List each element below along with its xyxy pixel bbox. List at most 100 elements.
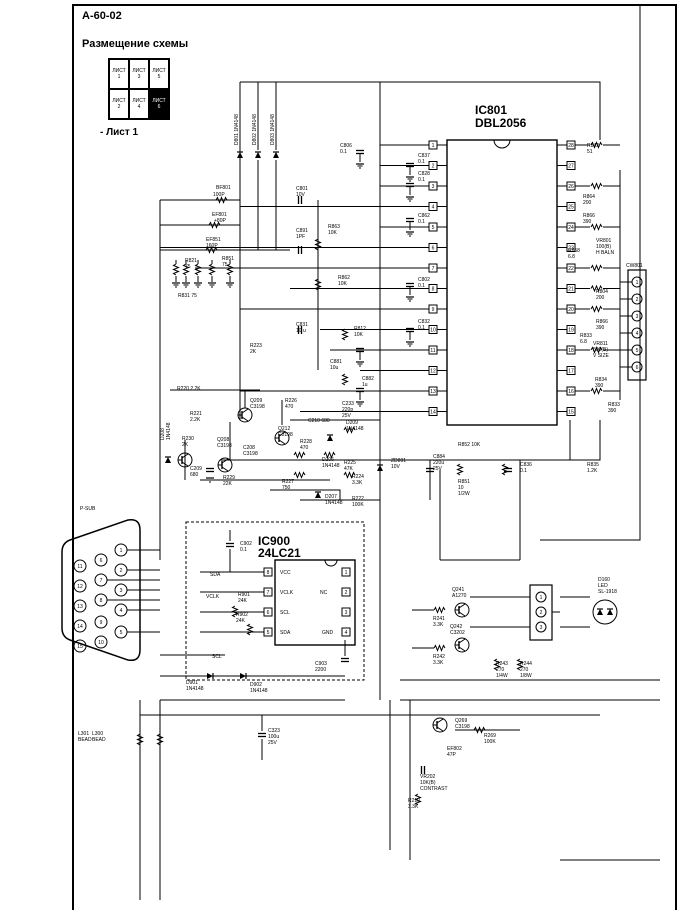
dsub-pin bbox=[114, 543, 128, 557]
ic801-part: DBL2056 bbox=[475, 116, 527, 130]
pin-box bbox=[566, 202, 576, 211]
pin-box bbox=[566, 407, 576, 416]
wire bbox=[241, 416, 249, 422]
component-label: R220 2.2K bbox=[177, 386, 201, 392]
wire bbox=[300, 470, 381, 501]
resistor bbox=[433, 644, 446, 652]
resistor bbox=[226, 263, 234, 276]
component-label: 47K bbox=[344, 466, 354, 472]
component-label: D208 bbox=[160, 428, 166, 440]
led-body bbox=[592, 599, 618, 625]
component-label: 2K bbox=[250, 349, 257, 355]
dsub-pin bbox=[94, 553, 108, 567]
dsub-pin bbox=[114, 625, 128, 639]
component-label: 1N4148 bbox=[166, 422, 172, 440]
pin-number: 1 bbox=[432, 143, 435, 149]
component-label: C802 bbox=[418, 277, 430, 283]
component-label: 24K bbox=[236, 618, 246, 624]
component-label: 3.3K bbox=[408, 804, 419, 810]
wire bbox=[278, 439, 286, 445]
pin-number: 6 bbox=[267, 610, 270, 616]
component-label: R244 bbox=[520, 661, 532, 667]
dsub-pin-number: 13 bbox=[77, 604, 83, 610]
resistor bbox=[194, 263, 202, 276]
component-label: VCLK bbox=[206, 594, 220, 600]
component-label: 10u bbox=[330, 365, 339, 371]
dsub-pin-number: 7 bbox=[100, 578, 103, 584]
component-label: R831 75 bbox=[178, 293, 197, 299]
pin-number: 23 bbox=[568, 246, 574, 252]
component-label: 24K bbox=[238, 598, 248, 604]
pin-number: 1 bbox=[345, 570, 348, 576]
pin-number: 8 bbox=[432, 287, 435, 293]
resistor bbox=[246, 623, 254, 636]
component-label: 0.1 bbox=[418, 325, 425, 331]
resistor bbox=[182, 263, 190, 276]
dsub-pin-number: 12 bbox=[77, 584, 83, 590]
connector-pin bbox=[631, 344, 643, 356]
component-label: VR202 bbox=[420, 774, 436, 780]
component-label: R804 bbox=[596, 289, 608, 295]
component-label: R223 bbox=[250, 343, 262, 349]
component-label: R243 bbox=[496, 661, 508, 667]
pin-box bbox=[566, 284, 576, 293]
wire bbox=[240, 81, 601, 140]
pin-box bbox=[566, 325, 576, 334]
ic900-pin-name: SCL bbox=[280, 610, 290, 616]
pin-number: 20 bbox=[568, 307, 574, 313]
layout-heading: Размещение схемы bbox=[82, 38, 189, 50]
component-label: 6.8 bbox=[580, 339, 587, 345]
resistor bbox=[343, 426, 356, 434]
connector-pin bbox=[631, 361, 643, 373]
dsub-pin bbox=[73, 599, 87, 613]
dsub-pin bbox=[73, 639, 87, 653]
component-label: 270 bbox=[496, 667, 505, 673]
component-label: 10K bbox=[354, 332, 364, 338]
sheet-grid-cell-label: ЛИСТ bbox=[112, 68, 126, 74]
diode bbox=[165, 457, 171, 463]
component-label: R835 bbox=[587, 462, 599, 468]
pin-number: 21 bbox=[568, 287, 574, 293]
resistor bbox=[473, 726, 486, 734]
wire bbox=[221, 458, 229, 464]
component-label: D803 1N4148 bbox=[270, 114, 276, 145]
component-label: D901 bbox=[186, 680, 198, 686]
component-label: EF802 bbox=[447, 746, 462, 752]
component-label: R210 bbox=[408, 798, 420, 804]
component-label: 2K bbox=[182, 442, 189, 448]
diode bbox=[327, 435, 333, 441]
component-label: R227 bbox=[282, 479, 294, 485]
resistor bbox=[231, 605, 239, 618]
pin-number: 15 bbox=[568, 410, 574, 416]
wire bbox=[436, 726, 444, 732]
pin-number: 11 bbox=[430, 348, 435, 354]
ic900-pin-name: NC bbox=[320, 590, 328, 596]
dsub-pin-number: 10 bbox=[98, 640, 104, 646]
resistor bbox=[343, 471, 356, 479]
component-label: H BALN bbox=[596, 250, 614, 256]
pin-box bbox=[566, 345, 576, 355]
led-connector-pin bbox=[535, 621, 547, 633]
connector-pin-number: 4 bbox=[636, 331, 639, 337]
pin-box bbox=[341, 607, 351, 617]
pin-box bbox=[428, 161, 438, 170]
component-label: A1270 bbox=[452, 593, 467, 599]
pin-number: 17 bbox=[568, 369, 574, 375]
dsub-pin bbox=[94, 615, 108, 629]
pin-box bbox=[428, 325, 438, 334]
component-label: D209 bbox=[346, 420, 358, 426]
component-label: R902 bbox=[236, 612, 248, 618]
component-label: 3.3K bbox=[433, 622, 444, 628]
dsub-pin bbox=[94, 593, 108, 607]
component-label: 3.3K bbox=[352, 480, 363, 486]
component-label: 390 bbox=[583, 219, 592, 225]
diode bbox=[207, 673, 213, 679]
ic900-pin-name: VCLK bbox=[280, 590, 294, 596]
resistor bbox=[172, 263, 180, 276]
diode bbox=[237, 152, 243, 158]
transistor bbox=[454, 602, 470, 618]
pin-box bbox=[566, 181, 576, 191]
component-label: 0.1 bbox=[340, 149, 347, 155]
